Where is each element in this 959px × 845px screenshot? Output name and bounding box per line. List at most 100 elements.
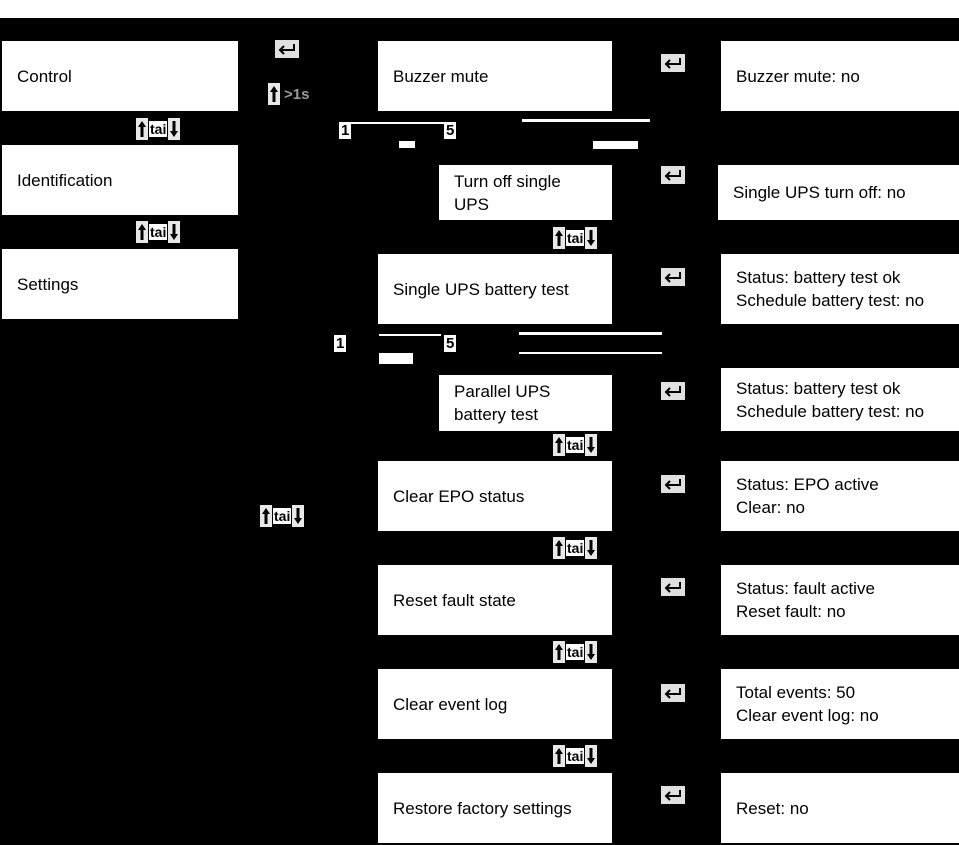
enter-icon: [661, 54, 685, 72]
submenu-parallel-battery-test-line1: Parallel UPS: [454, 382, 551, 401]
fragment-one: 1: [339, 122, 352, 139]
fragment-bar: [399, 141, 415, 148]
arrow-up-icon: [553, 537, 565, 559]
submenu-buzzer-mute: Buzzer mute: [378, 41, 612, 111]
fragment-five: 5: [444, 335, 457, 352]
fragment-bar: [593, 141, 638, 149]
arrow-up-icon: [553, 641, 565, 663]
tab-key-label: tai: [149, 224, 168, 240]
hold-duration-label: >1s: [284, 86, 310, 103]
detail-parallel-battery-test: Status: battery test ok Schedule battery…: [721, 368, 959, 431]
menu-settings-label: Settings: [17, 274, 79, 294]
detail-clear-epo-line2: Clear: no: [736, 498, 805, 517]
arrow-down-icon: [585, 227, 598, 249]
detail-reset-fault-line2: Reset fault: no: [736, 602, 846, 621]
arrow-down-icon: [585, 641, 598, 663]
arrow-down-icon: [168, 118, 181, 140]
detail-single-battery-test: Status: battery test ok Schedule battery…: [721, 254, 959, 324]
detail-restore-factory-line1: Reset: no: [736, 798, 809, 818]
nav-keys: tai: [553, 745, 598, 767]
submenu-reset-fault-label: Reset fault state: [393, 590, 516, 610]
tab-key-label: tai: [566, 644, 585, 660]
enter-icon: [661, 578, 685, 596]
enter-icon: [661, 786, 685, 804]
submenu-parallel-battery-test-line2: battery test: [454, 405, 539, 424]
enter-icon: [661, 166, 685, 184]
fragment-bar: [519, 332, 662, 335]
submenu-clear-event-log: Clear event log: [378, 669, 612, 739]
submenu-reset-fault: Reset fault state: [378, 565, 612, 635]
arrow-down-icon: [292, 505, 305, 527]
detail-turn-off-single-line1: Single UPS turn off: no: [733, 183, 906, 202]
submenu-clear-epo: Clear EPO status: [378, 461, 612, 531]
detail-parallel-battery-test-line2: Schedule battery test: no: [736, 401, 925, 421]
arrow-up-icon: [553, 745, 565, 767]
fragment-five: 5: [444, 122, 457, 139]
arrow-down-icon: [585, 434, 598, 456]
arrow-down-icon: [168, 221, 181, 243]
arrow-up-icon: [136, 221, 148, 243]
detail-parallel-battery-test-line1: Status: battery test ok: [736, 378, 901, 398]
submenu-single-battery-test-label: Single UPS battery test: [393, 279, 569, 299]
tab-key-label: tai: [149, 121, 168, 137]
enter-icon: [661, 268, 685, 286]
submenu-turn-off-single-line1: Turn off single: [454, 171, 561, 191]
menu-identification-label: Identification: [17, 170, 113, 190]
submenu-single-battery-test: Single UPS battery test: [378, 254, 612, 324]
submenu-restore-factory: Restore factory settings: [378, 773, 612, 843]
fragment-one: 1: [334, 335, 347, 352]
detail-clear-epo-line1: Status: EPO active: [736, 475, 879, 494]
menu-settings: Settings: [2, 249, 238, 319]
tab-key-label: tai: [566, 748, 585, 764]
arrow-up-icon: [268, 83, 280, 105]
nav-keys: tai: [136, 221, 181, 243]
nav-keys: tai: [553, 434, 598, 456]
detail-buzzer-mute: Buzzer mute: no: [721, 41, 959, 111]
detail-single-battery-test-line1: Status: battery test ok: [736, 268, 901, 287]
submenu-buzzer-mute-label: Buzzer mute: [393, 66, 489, 86]
submenu-parallel-battery-test: Parallel UPS battery test: [439, 375, 612, 431]
fragment-bar: [379, 334, 441, 336]
nav-keys: tai: [553, 227, 598, 249]
submenu-clear-event-log-label: Clear event log: [393, 694, 508, 714]
detail-clear-event-log: Total events: 50 Clear event log: no: [721, 669, 959, 739]
detail-restore-factory: Reset: no: [721, 773, 959, 843]
fragment-bar: [351, 122, 446, 124]
submenu-restore-factory-label: Restore factory settings: [393, 798, 572, 818]
arrow-up-icon: [136, 118, 148, 140]
detail-clear-event-log-line1: Total events: 50: [736, 683, 856, 702]
detail-reset-fault-line1: Status: fault active: [736, 579, 875, 598]
enter-icon: [661, 475, 685, 493]
submenu-turn-off-single: Turn off single UPS: [439, 165, 612, 220]
arrow-down-icon: [585, 537, 598, 559]
hold-up-key: [268, 83, 280, 105]
arrow-up-icon: [553, 434, 565, 456]
fragment-bar: [379, 353, 413, 364]
nav-keys: tai: [553, 537, 598, 559]
detail-reset-fault: Status: fault active Reset fault: no: [721, 565, 959, 635]
enter-icon: [661, 382, 685, 400]
submenu-turn-off-single-line2: UPS: [454, 194, 489, 214]
menu-control: Control: [2, 41, 238, 111]
fragment-bar: [519, 352, 662, 354]
tab-key-label: tai: [566, 437, 585, 453]
tab-key-label: tai: [566, 540, 585, 556]
enter-icon: [275, 40, 299, 58]
arrow-up-icon: [260, 505, 272, 527]
detail-clear-event-log-line2: Clear event log: no: [736, 706, 879, 725]
detail-single-battery-test-line2: Schedule battery test: no: [736, 291, 925, 310]
menu-control-label: Control: [17, 66, 72, 86]
arrow-down-icon: [585, 745, 598, 767]
enter-icon: [661, 684, 685, 702]
detail-turn-off-single: Single UPS turn off: no: [718, 165, 959, 220]
nav-keys: tai: [260, 505, 305, 527]
tab-key-label: tai: [566, 230, 585, 246]
fragment-bar: [522, 119, 650, 122]
detail-buzzer-mute-line1: Buzzer mute: no: [736, 66, 860, 86]
tab-key-label: tai: [273, 508, 292, 524]
menu-identification: Identification: [2, 145, 238, 215]
detail-clear-epo: Status: EPO active Clear: no: [721, 461, 959, 531]
nav-keys: tai: [136, 118, 181, 140]
arrow-up-icon: [553, 227, 565, 249]
nav-keys: tai: [553, 641, 598, 663]
